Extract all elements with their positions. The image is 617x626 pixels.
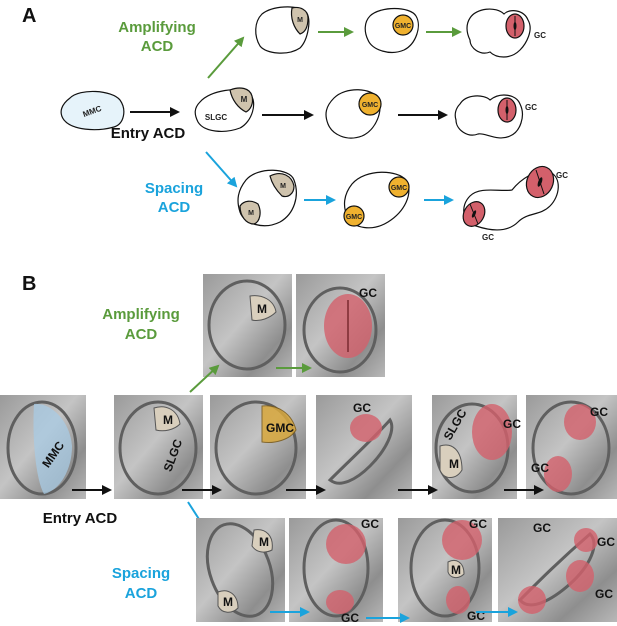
photo-entry-slgc: M SLGC — [114, 395, 203, 499]
panel-b-letter: B — [22, 273, 36, 295]
photo-spacing-m-top-label: M — [259, 535, 269, 549]
slgc-meristemoid — [229, 87, 254, 113]
photo-entry-slgc-gc: M SLGC GC — [432, 395, 521, 499]
spacing-step1-cell: M M — [237, 169, 297, 227]
spacing-gc-bottom-label: GC — [482, 233, 494, 242]
entry-gc-label: GC — [525, 103, 537, 112]
entry-step2-cell: GMC — [325, 89, 382, 139]
mmc-cell: MMC — [60, 90, 125, 131]
spacing-step1-m-bottom-label: M — [248, 210, 254, 217]
spacing-gmc-top-label: GMC — [391, 185, 407, 192]
photo-spacing-gc-top-label: GC — [361, 517, 379, 531]
spacing-step3-cell: GC GC — [462, 165, 568, 242]
slgc-m-label: M — [241, 95, 248, 104]
photo-entry-young-gc: GC — [316, 395, 412, 499]
photo-spacing3-gc-1-label: GC — [597, 535, 615, 549]
slgc-cell: M SLGC — [194, 87, 255, 132]
panel-a-amplifying-label-line2: ACD — [141, 38, 174, 55]
photo-spacing-mature: GC GC GC — [498, 518, 617, 622]
panel-a-letter: A — [22, 5, 36, 27]
photo-spacing-gc-bottom-label: GC — [341, 611, 359, 625]
amplifying-step1-cell: M — [255, 6, 310, 54]
photo-spacing3-gc-3-label: GC — [533, 521, 551, 535]
panel-b-spacing-label-line1: Spacing — [112, 565, 170, 582]
amplifying-gmc-label: GMC — [395, 23, 411, 30]
photo-spacing2-m-label: M — [451, 563, 461, 577]
photo-spacing2-gc-top-label: GC — [469, 517, 487, 531]
photo-entry-two-gc: GC GC — [526, 395, 617, 499]
panel-b-entry-label: Entry ACD — [43, 510, 118, 527]
entry-step3-cell: GC — [454, 94, 537, 139]
amplifying-step1-m-label: M — [297, 17, 303, 24]
panel-b-amplifying-label-line2: ACD — [125, 326, 158, 343]
spacing-step1-m-top-label: M — [280, 183, 286, 190]
entry-gmc-label: GMC — [362, 102, 378, 109]
photo-spacing-two-m: M M — [196, 518, 285, 622]
panel-a-spacing-label-line2: ACD — [158, 199, 191, 216]
panel-b-spacing-label-line2: ACD — [125, 585, 158, 602]
photo-spacing-gc-pair: GC GC — [289, 517, 383, 625]
photo-entry-gmc: GMC — [210, 395, 306, 499]
photo-amplifying-gc-label: GC — [359, 286, 377, 300]
spacing-gc-top-label: GC — [556, 171, 568, 180]
photo-amplifying-m-label: M — [257, 302, 267, 316]
photo-amplifying-meristemoid: M — [203, 274, 292, 377]
panel-b: B Amplifying ACD Entry ACD Spacing ACD M… — [0, 273, 617, 625]
spacing-branch-arrow — [205, 151, 238, 188]
photo-spacing-gc-m: M GC GC — [398, 517, 492, 623]
slgc-label: SLGC — [205, 113, 227, 122]
panel-a-amplifying-label-line1: Amplifying — [118, 19, 196, 36]
photo-entry3-gc-bottom-label: GC — [531, 461, 549, 475]
photo-spacing3-gc-2-label: GC — [595, 587, 613, 601]
amplifying-gc-label: GC — [534, 31, 546, 40]
amplifying-step3-cell: GC — [466, 8, 546, 58]
spacing-gmc-bottom-label: GMC — [346, 214, 362, 221]
photo-entry-m-label: M — [163, 413, 173, 427]
amplifying-branch-arrow — [207, 36, 245, 79]
photo-entry2-gc-label: GC — [503, 417, 521, 431]
photo-mmc: MMC — [0, 395, 86, 499]
spacing-step2-cell: GMC GMC — [343, 171, 410, 229]
photo-amplifying-guard-cells: GC — [296, 274, 385, 377]
panel-a: A Amplifying ACD Entry ACD Spacing ACD M… — [22, 5, 568, 242]
amplifying-step2-cell: GMC — [364, 7, 419, 53]
panel-a-spacing-label-line1: Spacing — [145, 180, 203, 197]
photo-entry-gmc-label: GMC — [266, 421, 294, 435]
panel-b-amplifying-label-line1: Amplifying — [102, 306, 180, 323]
photo-spacing-m-bottom-label: M — [223, 595, 233, 609]
photo-entry3-gc-top-label: GC — [590, 405, 608, 419]
photo-entry2-m-label: M — [449, 457, 459, 471]
photo-entry-gc-label: GC — [353, 401, 371, 415]
panel-b-amplifying-branch-arrow — [189, 364, 220, 393]
panel-a-entry-label: Entry ACD — [111, 125, 186, 142]
